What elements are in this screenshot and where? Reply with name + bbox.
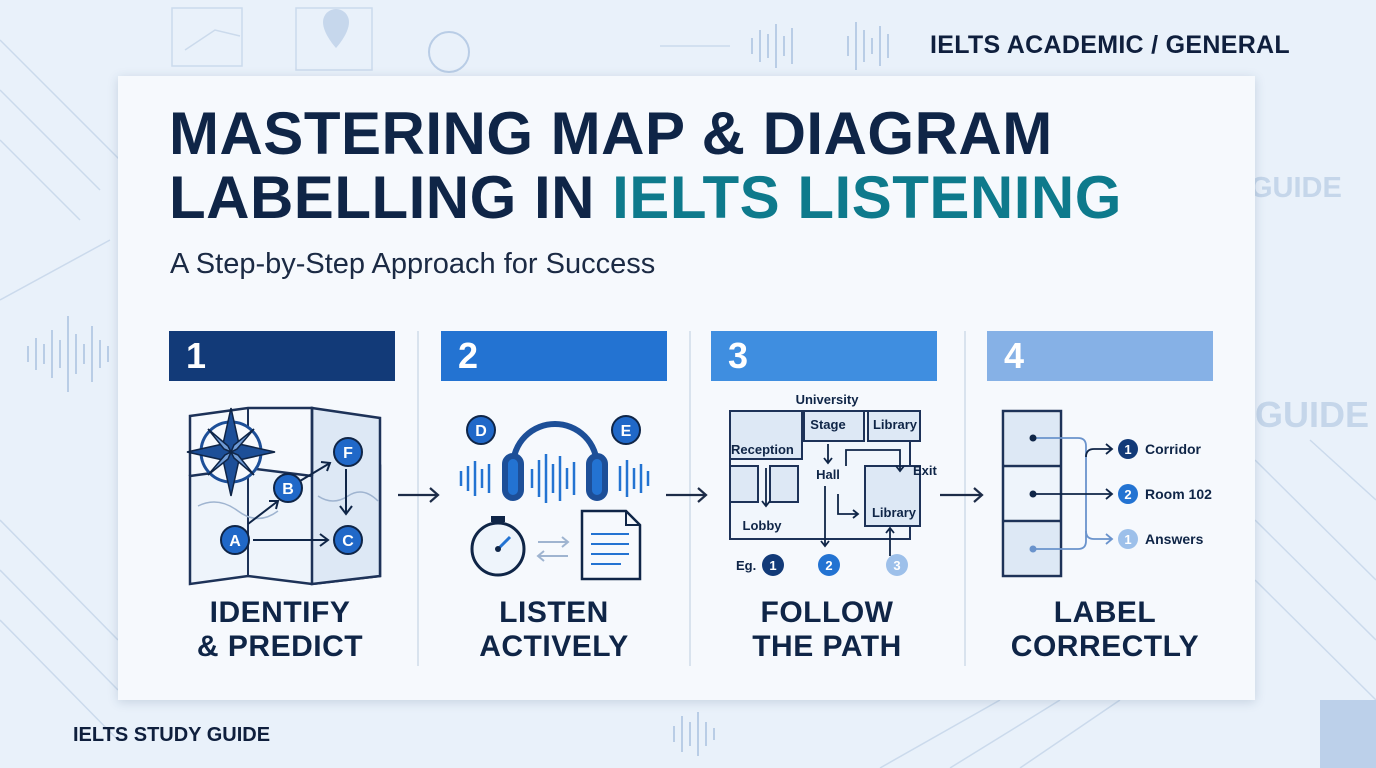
stopwatch-icon bbox=[470, 516, 526, 577]
map-marker-c: C bbox=[333, 525, 363, 555]
example-number-2: 2 bbox=[818, 554, 840, 576]
svg-text:Reception: Reception bbox=[731, 442, 794, 457]
map-route-arrows bbox=[247, 461, 353, 547]
step-1-caption: IDENTIFY & PREDICT bbox=[196, 596, 364, 663]
step-2-bar: 2 bbox=[441, 331, 667, 381]
step-4-bar: 4 bbox=[987, 331, 1213, 381]
svg-text:1: 1 bbox=[1124, 532, 1131, 547]
svg-text:E: E bbox=[621, 423, 632, 440]
title-line-2-prefix: LABELLING IN bbox=[169, 164, 613, 231]
study-guide-tag: IELTS STUDY GUIDE bbox=[73, 724, 271, 746]
map-marker-f: F bbox=[333, 437, 363, 467]
example-number-3: 3 bbox=[886, 554, 908, 576]
column-dividers bbox=[417, 331, 966, 666]
map-marker-b: B bbox=[273, 473, 303, 503]
floor-plan-diagram: University Stage Library Reception Hall … bbox=[729, 392, 938, 576]
label-item-answers: 1 Answers bbox=[1118, 529, 1204, 549]
svg-text:Answers: Answers bbox=[1145, 531, 1204, 547]
label-item-room-102: 2 Room 102 bbox=[1118, 484, 1212, 504]
svg-text:Hall: Hall bbox=[816, 467, 840, 482]
floor-plan-route-arrows bbox=[761, 444, 905, 556]
labelling-diagram: 1 Corridor 2 Room 102 1 Answers bbox=[1001, 409, 1212, 578]
svg-text:Room 102: Room 102 bbox=[1145, 486, 1212, 502]
svg-text:1: 1 bbox=[1124, 442, 1131, 457]
example-number-1: 1 bbox=[762, 554, 784, 576]
svg-text:Stage: Stage bbox=[810, 417, 845, 432]
map-marker-a: A bbox=[220, 525, 250, 555]
exam-type-tag: IELTS ACADEMIC / GENERAL bbox=[930, 31, 1290, 59]
svg-text:D: D bbox=[475, 423, 487, 440]
compass-icon bbox=[186, 407, 276, 497]
step-2-caption: LISTEN ACTIVELY bbox=[479, 596, 629, 663]
svg-text:3: 3 bbox=[893, 558, 900, 573]
svg-text:F: F bbox=[343, 445, 353, 462]
ghost-guide-text: GUIDE bbox=[1250, 172, 1342, 204]
label-leader-lines bbox=[1033, 437, 1114, 550]
svg-text:2: 2 bbox=[1124, 487, 1131, 502]
flow-arrow-icon bbox=[666, 487, 708, 503]
marker-e: E bbox=[611, 415, 641, 445]
step-4-caption: LABEL CORRECTLY bbox=[1010, 596, 1200, 663]
headphones-icon bbox=[502, 421, 608, 501]
step-illustrations: A B C F bbox=[186, 331, 1212, 666]
label-item-corridor: 1 Corridor bbox=[1118, 439, 1202, 459]
svg-text:2: 2 bbox=[825, 558, 832, 573]
svg-text:Library: Library bbox=[872, 505, 917, 520]
svg-text:Exit: Exit bbox=[913, 463, 938, 478]
title-line-2-accent: IELTS LISTENING bbox=[612, 164, 1122, 231]
svg-text:Eg.: Eg. bbox=[736, 558, 756, 573]
svg-text:Lobby: Lobby bbox=[743, 518, 783, 533]
document-icon bbox=[580, 509, 642, 581]
flow-arrow-icon bbox=[940, 487, 984, 503]
sound-wave-icon bbox=[459, 454, 650, 503]
svg-text:C: C bbox=[342, 533, 354, 550]
flow-arrows bbox=[398, 487, 984, 503]
page-title: MASTERING MAP & DIAGRAM LABELLING IN IEL… bbox=[169, 102, 1122, 230]
marker-d: D bbox=[466, 415, 496, 445]
svg-text:1: 1 bbox=[769, 558, 776, 573]
content-card: MASTERING MAP & DIAGRAM LABELLING IN IEL… bbox=[118, 76, 1255, 700]
svg-text:A: A bbox=[229, 533, 241, 550]
svg-text:Corridor: Corridor bbox=[1145, 441, 1202, 457]
ghost-guide-text: GUIDE bbox=[1255, 394, 1370, 435]
svg-text:Library: Library bbox=[873, 417, 918, 432]
step-3-caption: FOLLOW THE PATH bbox=[752, 596, 902, 663]
svg-text:B: B bbox=[282, 481, 294, 498]
transfer-arrows-icon bbox=[536, 536, 570, 562]
step-3-bar: 3 bbox=[711, 331, 937, 381]
title-line-1: MASTERING MAP & DIAGRAM bbox=[169, 100, 1053, 167]
svg-text:University: University bbox=[796, 392, 860, 407]
step-1-bar: 1 bbox=[169, 331, 395, 381]
flow-arrow-icon bbox=[398, 487, 440, 503]
subtitle: A Step-by-Step Approach for Success bbox=[170, 248, 656, 280]
